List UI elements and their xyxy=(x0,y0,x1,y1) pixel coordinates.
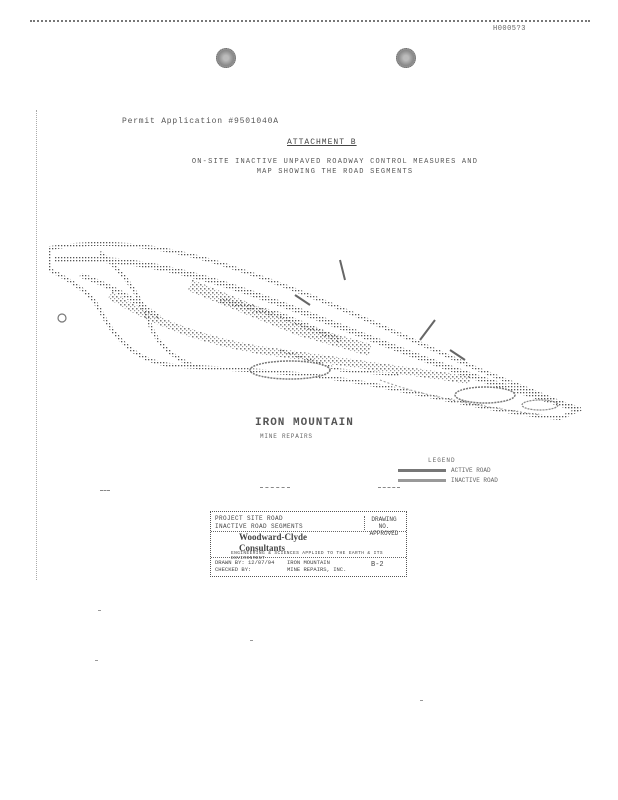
site-road-map xyxy=(48,241,583,421)
drawn-by: DRAWN BY: 12/07/94 xyxy=(215,559,275,566)
drawing-number-label: DRAWING NO. xyxy=(371,516,397,530)
sheet-number: B-2 xyxy=(371,561,384,569)
scan-speck xyxy=(98,610,101,611)
pond-1 xyxy=(249,360,331,380)
punch-hole-left xyxy=(216,48,236,68)
legend-swatch xyxy=(398,469,446,472)
permit-application-line: Permit Application #9501040A xyxy=(122,117,279,126)
drawing-title-block: PROJECT SITE ROAD INACTIVE ROAD SEGMENTS… xyxy=(210,511,407,577)
pond-3 xyxy=(521,399,559,411)
scan-speck xyxy=(95,660,98,661)
checked-by: CHECKED BY: xyxy=(215,566,252,573)
company-line-1: Woodward-Clyde xyxy=(239,532,308,542)
pond-2 xyxy=(454,386,516,404)
drawing-number-box: DRAWING NO. APPROVED xyxy=(364,516,403,537)
figure-caption: ON-SITE INACTIVE UNPAVED ROADWAY CONTROL… xyxy=(185,157,485,177)
company-name: Woodward-Clyde Consultants xyxy=(239,532,404,554)
road-segment-a xyxy=(219,297,342,343)
road-segment-b xyxy=(279,348,401,377)
client-name: MINE REPAIRS, INC. xyxy=(287,566,347,573)
legend-title: LEGEND xyxy=(428,457,456,464)
spur-road-1 xyxy=(79,272,162,321)
punch-hole-right xyxy=(396,48,416,68)
legend-swatch xyxy=(398,479,446,482)
scan-mark xyxy=(378,487,400,488)
caption-line-2: MAP SHOWING THE ROAD SEGMENTS xyxy=(256,168,414,176)
bates-stamp: H0005?3 xyxy=(493,25,526,33)
scan-speck xyxy=(250,640,253,641)
legend-item: ACTIVE ROAD xyxy=(398,467,491,474)
map-subtitle: MINE REPAIRS xyxy=(260,433,313,440)
title-block-divider xyxy=(211,557,406,558)
site-boundary xyxy=(48,241,583,421)
top-scan-rule xyxy=(30,20,590,22)
scan-speck xyxy=(420,700,423,701)
spur-road-2 xyxy=(98,250,201,370)
title-block-row-1: PROJECT SITE ROAD xyxy=(215,515,284,522)
scan-mark xyxy=(100,490,110,491)
title-block-divider xyxy=(211,531,406,532)
north-marker xyxy=(57,313,67,323)
title-block-row-2: INACTIVE ROAD SEGMENTS xyxy=(215,523,304,530)
legend-label: INACTIVE ROAD xyxy=(451,477,498,484)
main-road xyxy=(54,256,581,413)
legend-label: ACTIVE ROAD xyxy=(451,467,491,474)
caption-line-1: ON-SITE INACTIVE UNPAVED ROADWAY CONTROL… xyxy=(191,158,479,166)
drawing-number-value: APPROVED xyxy=(369,530,399,537)
inner-road xyxy=(107,291,471,384)
legend-item: INACTIVE ROAD xyxy=(398,477,498,484)
scan-mark xyxy=(260,487,290,488)
attachment-heading: ATTACHMENT B xyxy=(287,138,357,147)
project-name: IRON MOUNTAIN xyxy=(287,559,330,566)
left-margin-rule xyxy=(36,110,37,580)
company-line-2: Consultants xyxy=(239,543,286,553)
map-title: IRON MOUNTAIN xyxy=(255,417,354,429)
map-marks xyxy=(294,259,466,361)
lower-boundary xyxy=(379,379,541,416)
company-tagline: ENGINEERING & SCIENCES APPLIED TO THE EA… xyxy=(231,551,383,561)
